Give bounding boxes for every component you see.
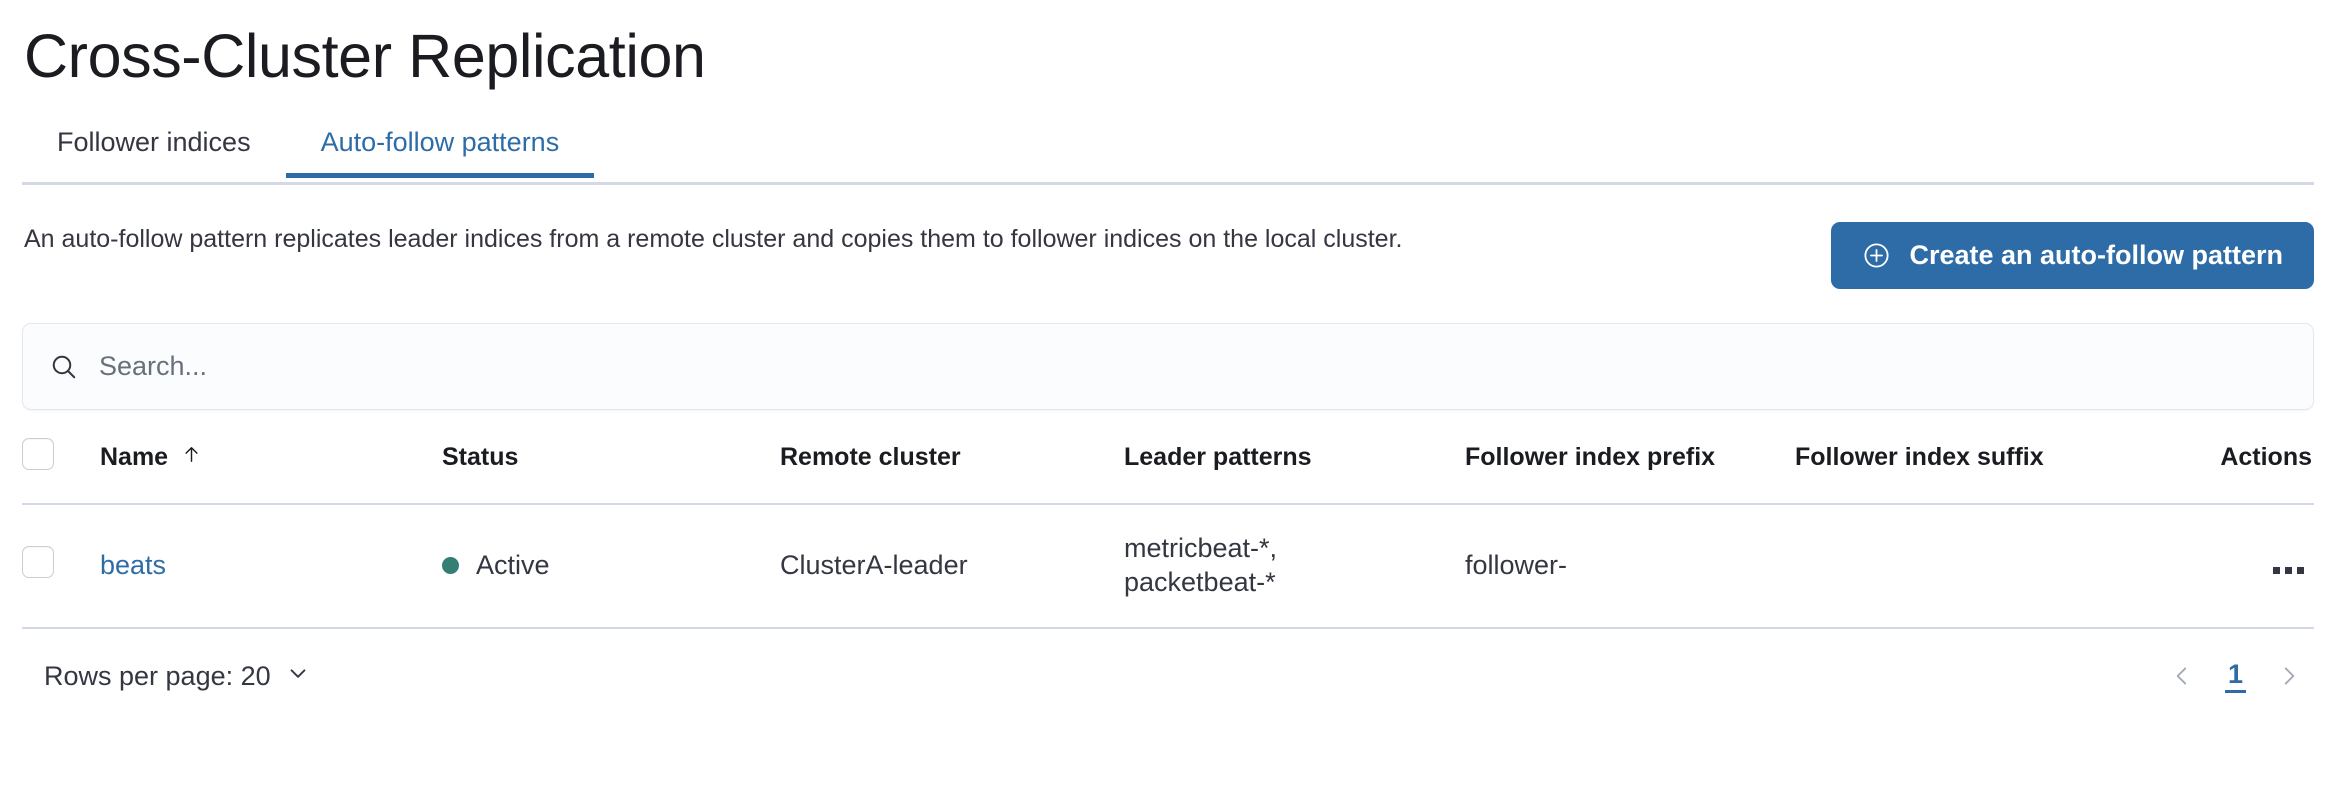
status-badge: Active (476, 549, 550, 580)
column-header-actions-label: Actions (2220, 443, 2312, 471)
tab-follower-indices-label: Follower indices (57, 127, 251, 157)
column-header-status: Status (442, 428, 780, 505)
status-dot-icon (442, 556, 459, 574)
column-header-status-label: Status (442, 443, 519, 471)
auto-follow-patterns-table: Name Status Remote cluster Leade (22, 428, 2314, 629)
cell-name: beats (100, 504, 442, 629)
tab-follower-indices[interactable]: Follower indices (22, 123, 286, 178)
table-footer: Rows per page: 20 1 (22, 659, 2314, 694)
create-auto-follow-pattern-label: Create an auto-follow pattern (1909, 240, 2283, 270)
column-header-remote-cluster-label: Remote cluster (780, 443, 961, 471)
auto-follow-pattern-link[interactable]: beats (100, 549, 167, 580)
page-title: Cross-Cluster Replication (24, 22, 706, 90)
cell-actions (2170, 504, 2314, 629)
tab-bar: Follower indices Auto-follow patterns (22, 123, 2314, 185)
pagination-page-1[interactable]: 1 (2224, 659, 2246, 694)
plus-in-circle-icon (1862, 241, 1891, 270)
column-header-name-label: Name (100, 443, 169, 471)
chevron-right-icon[interactable] (2272, 659, 2306, 693)
cell-follower-index-suffix (1795, 504, 2170, 629)
tab-auto-follow-patterns-label: Auto-follow patterns (320, 127, 560, 157)
search-bar[interactable] (22, 323, 2314, 410)
column-header-follower-index-prefix-label: Follower index prefix (1465, 443, 1716, 471)
more-actions-icon[interactable] (2271, 561, 2306, 580)
tab-auto-follow-patterns[interactable]: Auto-follow patterns (285, 123, 595, 178)
create-auto-follow-pattern-button[interactable]: Create an auto-follow pattern (1831, 222, 2314, 289)
column-header-leader-patterns-label: Leader patterns (1124, 443, 1312, 471)
column-header-select-all (22, 428, 100, 505)
search-icon (49, 352, 79, 382)
intro-section: An auto-follow pattern replicates leader… (22, 219, 2314, 289)
rows-per-page-label: Rows per page: 20 (44, 660, 271, 691)
row-checkbox[interactable] (22, 545, 54, 578)
rows-per-page-selector[interactable]: Rows per page: 20 (44, 660, 311, 693)
cell-leader-patterns: metricbeat-*, packetbeat-* (1124, 504, 1465, 629)
tab-bar-divider (22, 182, 2314, 185)
cell-remote-cluster: ClusterA-leader (780, 504, 1124, 629)
table-row: beats Active ClusterA-leader metricbeat-… (22, 504, 2314, 629)
row-select-cell (22, 504, 100, 629)
select-all-checkbox[interactable] (22, 438, 54, 470)
column-header-remote-cluster: Remote cluster (780, 428, 1124, 505)
column-header-follower-index-suffix: Follower index suffix (1795, 428, 2170, 505)
pagination: 1 (2165, 659, 2306, 694)
intro-description: An auto-follow pattern replicates leader… (24, 225, 1403, 253)
column-header-name[interactable]: Name (100, 428, 442, 505)
column-header-follower-index-suffix-label: Follower index suffix (1795, 443, 2044, 471)
arrow-up-icon (180, 443, 203, 473)
chevron-down-icon (285, 660, 311, 693)
column-header-actions: Actions (2170, 428, 2314, 505)
search-input[interactable] (99, 324, 2287, 409)
leader-patterns-value: metricbeat-*, packetbeat-* (1124, 533, 1278, 597)
table-header-row: Name Status Remote cluster Leade (22, 428, 2314, 505)
column-header-leader-patterns: Leader patterns (1124, 428, 1465, 505)
chevron-left-icon[interactable] (2165, 659, 2199, 693)
column-header-follower-index-prefix: Follower index prefix (1465, 428, 1795, 505)
cell-follower-index-prefix: follower- (1465, 504, 1795, 629)
cell-status: Active (442, 504, 780, 629)
